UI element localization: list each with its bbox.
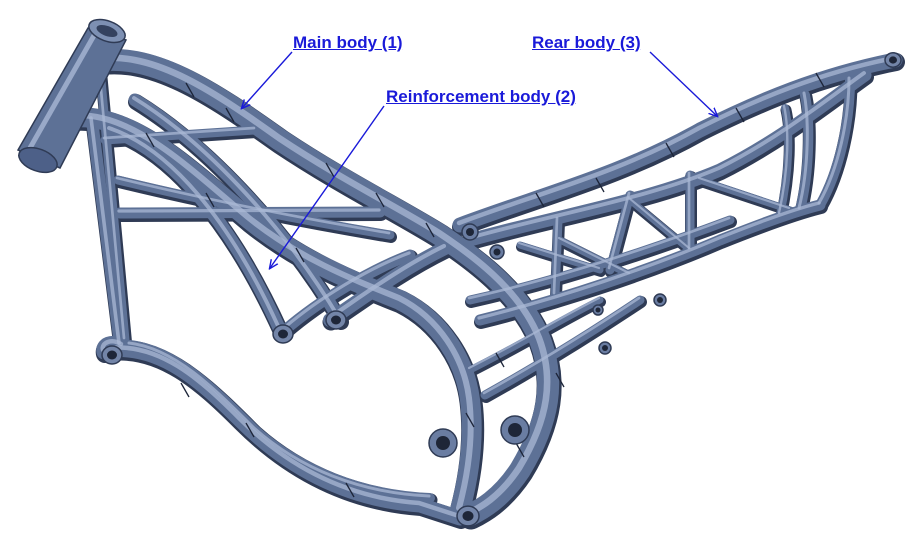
mounting-boss-hole [657,297,663,303]
weld-seam [180,382,190,398]
main-body-leader [242,51,293,108]
rear-rail-under-highlight [477,201,821,320]
weld-seam [295,247,305,263]
rear-rail-under-2-highlight [467,216,731,300]
tube-end-hole [462,511,474,521]
weld-seam [665,142,675,158]
weld-seam [515,442,525,458]
weld-seam [535,192,545,208]
rear-up-1-highlight [797,91,809,210]
rear-diag-4-highlight [517,241,601,270]
weld-seam [225,107,235,123]
rear-diag-3-highlight [697,176,791,210]
rear-diag-1-tube [556,236,634,279]
mounting-boss-hole [602,345,608,351]
tube-end-hole [278,329,288,339]
cross-3-highlight [102,126,256,140]
tube-end-hole [889,56,897,64]
mounting-boss-hole [466,228,474,236]
weld-seam [345,482,355,498]
mounting-boss-hole [508,423,522,437]
rear-diag-1-highlight [557,236,631,275]
rear-diag-3-tube [696,176,794,214]
rear-body-leader [649,51,717,116]
reinforce-1-highlight [107,126,281,330]
weld-seam [185,82,195,98]
rear-diag-2-highlight [627,196,691,250]
weld-seam [465,412,475,428]
rear-rail-top-highlight [456,55,897,226]
weld-seam [245,422,255,438]
cross-2-highlight [115,176,391,235]
reinforcement-body-leader [270,105,385,268]
weld-seam [205,192,215,208]
rear-strut-tube [480,295,645,400]
weld-seam [555,372,565,388]
reinforce-2-highlight [132,96,341,320]
rear-brace-2-highlight [607,191,631,270]
mounting-boss-hole [595,307,601,313]
rear-body-label: Rear body (3) [532,33,641,52]
tube-end-hole [331,315,341,325]
weld-seam [375,192,385,208]
weld-seam [815,72,825,88]
cradle-outer-highlight [106,345,462,519]
mounting-boss-hole [436,436,450,450]
downtube-front-highlight [89,116,121,345]
cradle-inner-highlight [127,341,431,498]
mounting-boss-hole [493,248,501,256]
frame-tubes [59,48,905,530]
reinforce-4-tube [279,249,416,336]
rear-rail-low-tube [463,68,872,247]
rear-up-3-highlight [777,104,789,215]
weld-seam [425,222,435,238]
rear-strut-2-highlight [467,296,601,370]
reinforce-4-highlight [282,251,411,330]
rear-rail-under-tube [474,199,826,326]
main-body-label: Main body (1) [293,33,403,52]
rear-strut-highlight [482,296,641,395]
head-tube [16,18,128,174]
weld-seam [595,177,605,193]
weld-seam [145,132,155,148]
mounting-bosses [428,223,667,458]
downtube-mid-highlight [97,66,126,340]
weld-seam [735,107,745,123]
rear-up-2-highlight [817,76,851,205]
reinforcement-body-label: Reinforcement body (2) [386,87,576,106]
main-top-1-highlight [87,54,551,517]
cross-1-highlight [117,208,381,213]
tube-end-hole [107,350,117,360]
weld-seam [495,352,505,368]
rear-rail-low-highlight [467,71,866,240]
weld-seam [325,162,335,178]
